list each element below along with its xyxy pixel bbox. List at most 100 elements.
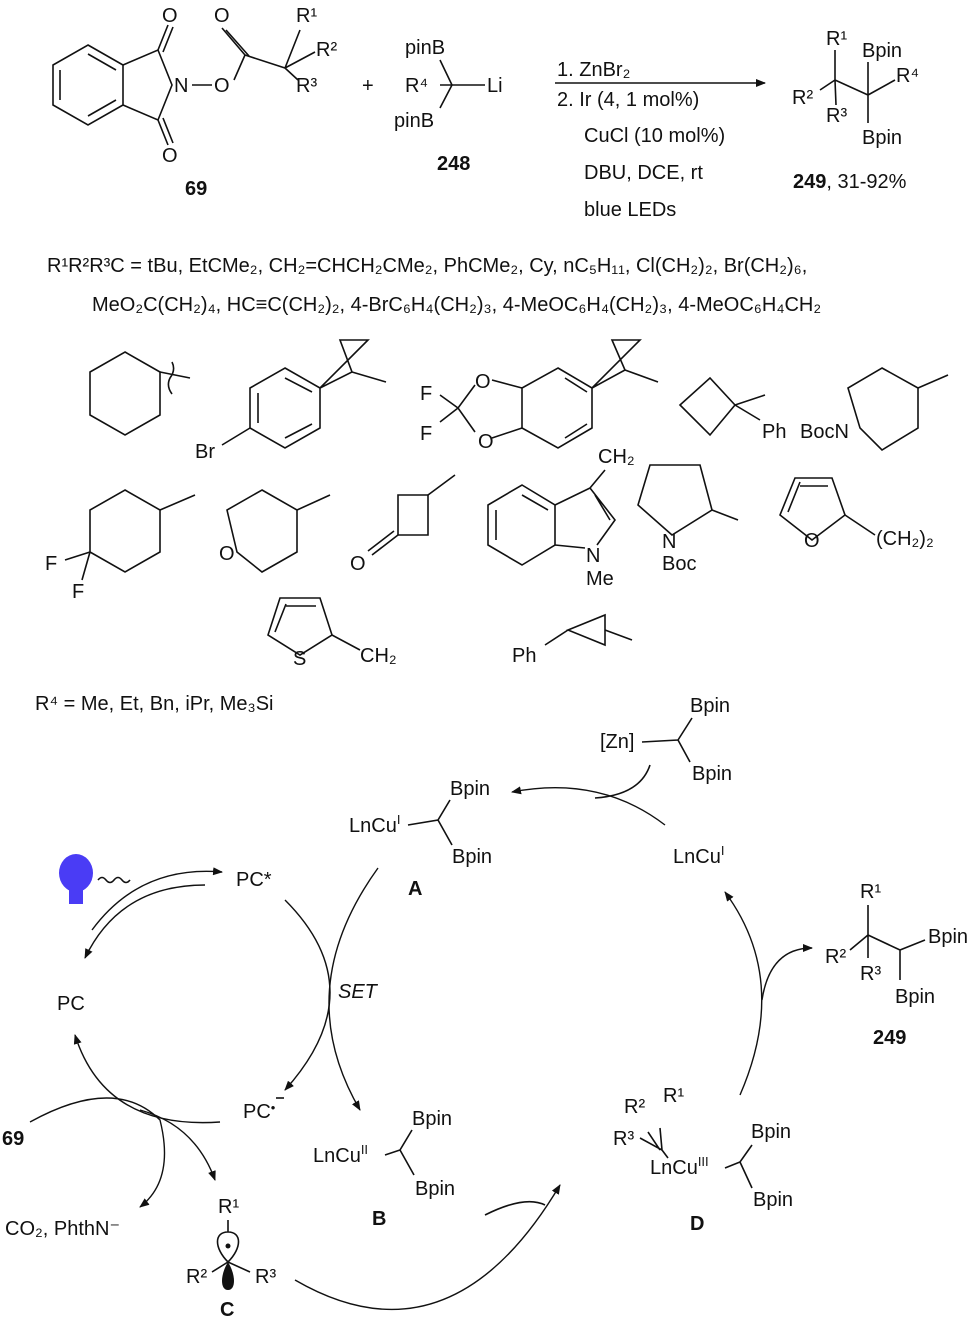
pc-label: PC	[57, 993, 85, 1015]
r3-label: R³	[255, 1266, 276, 1288]
product-yield: 249, 31-92%	[793, 171, 907, 193]
benzene-ring	[52, 44, 124, 126]
scope-structures: Br O O F F Ph BocN F F O O CH₂ N Me	[45, 339, 949, 670]
compound-label: 69	[185, 178, 207, 200]
bpin-label: Bpin	[450, 778, 490, 800]
atom-f: F	[420, 383, 432, 405]
atom-n: N	[174, 75, 188, 97]
b-to-d-arrow	[484, 1200, 546, 1216]
zinc-reagent: Bpin [Zn] Bpin	[600, 695, 732, 785]
atom-ch2: (CH₂)₂	[876, 528, 934, 550]
intermediate-label: A	[408, 878, 422, 900]
r3-label: R³	[826, 105, 847, 127]
r1-label: R¹	[663, 1085, 684, 1107]
scope-r4-line: R⁴ = Me, Et, Bn, iPr, Me₃Si	[35, 693, 273, 715]
atom-ch2: CH₂	[360, 645, 397, 667]
excitation-arrow	[91, 867, 223, 931]
atom-f: F	[45, 553, 57, 575]
r1-label: R¹	[826, 28, 847, 50]
atom-bocn: BocN	[800, 421, 849, 443]
compound-69-label: 69	[2, 1128, 24, 1150]
product-249-mechanism: R¹ Bpin R² R³ Bpin 249	[825, 881, 968, 1049]
furyl-structure	[779, 477, 846, 542]
transmetalation-arrow	[511, 786, 666, 826]
cu-i-label: LnCuI	[673, 843, 724, 868]
cyclohexyl-structure	[89, 351, 161, 436]
atom-n: N	[662, 531, 676, 553]
thienyl-structure	[267, 597, 333, 656]
li-label: Li	[487, 75, 503, 97]
bpin-label: Bpin	[753, 1189, 793, 1211]
phenylcyclopropyl-structure	[565, 613, 606, 647]
atom-o: O	[804, 530, 820, 552]
atom-me: Me	[586, 568, 614, 590]
condition-base-solvent: DBU, DCE, rt	[584, 162, 703, 184]
reductive-elimination-arrow	[724, 891, 763, 1096]
atom-s: S	[293, 648, 306, 670]
oxocyclobutyl-structure	[397, 494, 429, 536]
atom-o: O	[162, 5, 178, 27]
atom-o: O	[350, 553, 366, 575]
fragmentation-arrow	[29, 1097, 166, 1208]
intermediate-B: Bpin LnCuII Bpin B	[313, 1108, 455, 1230]
pc-radical-anion-label: PC•	[243, 1100, 276, 1123]
compound-label: 249	[873, 1027, 906, 1049]
conditions: 1. ZnBr₂ 2. Ir (4, 1 mol%) CuCl (10 mol%…	[557, 59, 725, 221]
bpin-label: Bpin	[690, 695, 730, 717]
bpin-label: Bpin	[751, 1121, 791, 1143]
radical-capture-arrow	[294, 1184, 561, 1311]
scope-r-groups-line2: MeO₂C(CH₂)₄, HC≡C(CH₂)₂, 4-BrC₆H₄(CH₂)₃,…	[92, 294, 821, 316]
atom-o: O	[219, 543, 235, 565]
cu-label: LnCuI	[349, 812, 400, 837]
atom-o: O	[475, 371, 491, 393]
atom-f: F	[72, 581, 84, 603]
radical-formation-arrow	[139, 1109, 216, 1181]
pc-excited-label: PC*	[236, 869, 272, 891]
bpin-label: Bpin	[928, 926, 968, 948]
intermediate-D: R² R¹ R³ LnCuIII Bpin Bpin D	[613, 1085, 793, 1235]
radical-C: R¹ R² R³ C	[186, 1196, 276, 1321]
compound-248: pinB R⁴ Li pinB 248	[394, 37, 503, 175]
tetrahydropyranyl-structure	[226, 489, 298, 573]
r2-label: R²	[825, 946, 846, 968]
bpin-label: Bpin	[862, 40, 902, 62]
pinb-label: pinB	[405, 37, 445, 59]
r3-label: R³	[296, 75, 317, 97]
atom-ph: Ph	[512, 645, 536, 667]
zn-label: [Zn]	[600, 731, 634, 753]
difluorocyclohexyl-structure	[89, 489, 161, 573]
r2-label: R²	[316, 39, 337, 61]
atom-o: O	[214, 5, 230, 27]
atom-br: Br	[195, 441, 215, 463]
intermediate-label: B	[372, 1208, 386, 1230]
boc-pyrrolidine-structure	[637, 464, 713, 536]
light-wave-icon	[97, 876, 131, 884]
r2-label: R²	[186, 1266, 207, 1288]
bpin-label: Bpin	[895, 986, 935, 1008]
byproducts-label: CO₂, PhthN⁻	[5, 1218, 120, 1240]
bpin-label: Bpin	[415, 1178, 455, 1200]
bpin-label: Bpin	[452, 846, 492, 868]
cu-label: LnCuIII	[650, 1154, 709, 1179]
condition-light: blue LEDs	[584, 199, 676, 221]
bpin-label: Bpin	[692, 763, 732, 785]
cu-label: LnCuII	[313, 1142, 368, 1167]
atom-ch2: CH₂	[598, 446, 635, 468]
atom-o: O	[162, 145, 178, 167]
intermediate-label: C	[220, 1299, 234, 1321]
plus-sign: +	[362, 75, 374, 97]
condition-step2: 2. Ir (4, 1 mol%)	[557, 89, 699, 111]
zinc-entry-arrow	[594, 764, 651, 799]
atom-ph: Ph	[762, 421, 786, 443]
set-label: SET	[338, 981, 379, 1003]
bromophenyl-cyclopropyl-structure	[249, 367, 321, 449]
compound-label: 248	[437, 153, 470, 175]
r2-label: R²	[792, 87, 813, 109]
bpin-label: Bpin	[412, 1108, 452, 1130]
light-bulb-icon	[59, 854, 93, 892]
condition-step1: 1. ZnBr₂	[557, 59, 630, 81]
difluorobenzodioxole-structure	[521, 367, 593, 449]
set-arrow-pc	[284, 899, 331, 1091]
r1-label: R¹	[296, 5, 317, 27]
methylindole-structure	[487, 484, 556, 566]
